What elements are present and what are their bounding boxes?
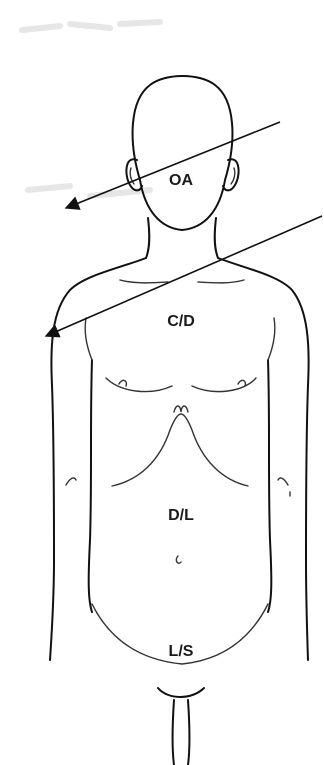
left-armpit <box>85 318 92 360</box>
inner-left-leg <box>173 700 175 765</box>
left-nipple <box>119 380 126 386</box>
left-collarbone <box>120 280 168 283</box>
region-label-cd: C/D <box>167 313 195 330</box>
left-body-outline <box>50 258 146 660</box>
left-elbow <box>66 478 76 485</box>
oa-arrow <box>66 122 280 208</box>
right-pectoral <box>192 378 256 392</box>
groin-curve <box>158 688 204 697</box>
rib-cage-arch <box>112 414 248 486</box>
region-label-ls: L/S <box>169 643 194 660</box>
neck-right <box>215 218 218 258</box>
right-torso-side <box>268 360 271 612</box>
sternum-notch <box>174 406 188 412</box>
region-label-dl: D/L <box>168 507 194 524</box>
left-pectoral <box>106 378 172 392</box>
region-label-oa: OA <box>169 172 193 189</box>
head-outline <box>133 76 233 230</box>
right-collarbone <box>198 280 244 283</box>
left-ear <box>126 159 142 190</box>
navel <box>176 556 181 563</box>
left-torso-side <box>89 360 92 612</box>
background-artifacts <box>22 22 160 196</box>
right-ear <box>223 159 239 190</box>
right-nipple <box>238 380 245 386</box>
right-ear-detail <box>231 168 235 184</box>
inner-right-leg <box>188 700 190 765</box>
right-elbow <box>278 478 290 496</box>
neck-left <box>146 218 149 258</box>
right-armpit <box>268 318 275 360</box>
right-body-outline <box>218 258 309 660</box>
